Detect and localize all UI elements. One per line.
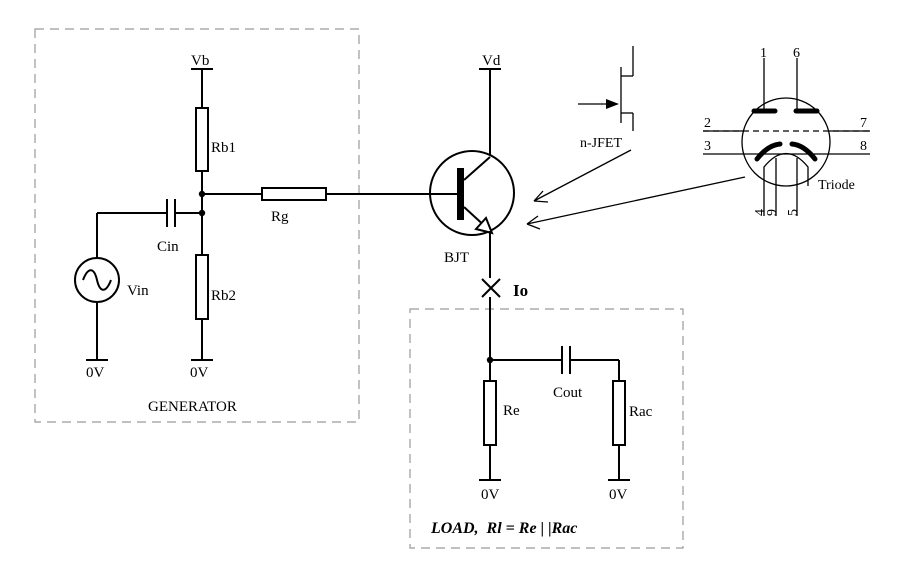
ground-symbol: 0V — [190, 359, 213, 381]
bjt-label: BJT — [444, 250, 469, 266]
vb-label: Vb — [191, 53, 209, 69]
sine-wave-icon — [82, 269, 112, 291]
rac-label: Rac — [629, 404, 653, 420]
ground-symbol: 0V — [479, 479, 501, 503]
cin-label: Cin — [157, 239, 179, 255]
re-label: Re — [503, 403, 520, 419]
rb2-label: Rb2 — [211, 288, 236, 304]
ground-symbol: 0V — [608, 479, 630, 503]
vb-terminal: Vb — [191, 53, 213, 108]
arrow-triode-to-bjt — [526, 176, 746, 230]
load-caption: LOAD, Rl = Re | |Rac — [430, 520, 577, 537]
io-label: Io — [513, 281, 528, 300]
vin-label: Vin — [127, 283, 149, 299]
triode-pin-label: 5 — [786, 209, 801, 216]
triode-pin-label: 4 — [753, 209, 768, 216]
triode-pin-label: 8 — [860, 139, 867, 154]
vd-label: Vd — [482, 53, 501, 69]
ground-symbol: 0V — [86, 359, 108, 381]
generator-title: GENERATOR — [148, 399, 237, 415]
arrow-jfet-to-bjt — [533, 149, 632, 203]
triode-pin-label: 1 — [760, 46, 767, 61]
rb2-resistor: Rb2 — [195, 254, 236, 360]
io-current-marker: Io — [481, 278, 528, 300]
vin-source: Vin — [74, 213, 149, 360]
triode-pin-label: 7 — [860, 116, 867, 131]
rg-label: Rg — [271, 209, 289, 225]
rb1-label: Rb1 — [211, 140, 236, 156]
rb1-resistor: Rb1 — [195, 107, 236, 194]
re-resistor: Re — [483, 380, 520, 480]
triode-pin-label: 9 — [765, 209, 780, 216]
bjt-transistor: Vd BJT — [429, 53, 515, 278]
load-box — [409, 308, 684, 549]
jfet-symbol: n-JFET — [578, 46, 634, 151]
triode-symbol: 1 6 2 7 3 8 4 9 5 Triode — [703, 46, 870, 216]
ground-label: 0V — [190, 365, 209, 381]
ground-label: 0V — [86, 365, 105, 381]
ground-label: 0V — [481, 487, 500, 503]
triode-pin-label: 6 — [793, 46, 800, 61]
generator-box — [34, 28, 360, 423]
cout-label: Cout — [553, 385, 583, 401]
cin-capacitor: Cin — [97, 199, 202, 255]
triode-pin-label: 3 — [704, 139, 711, 154]
rac-resistor: Rac — [612, 380, 653, 480]
triode-label: Triode — [818, 178, 855, 193]
rg-resistor: Rg — [202, 187, 433, 225]
triode-pin-label: 2 — [704, 116, 711, 131]
jfet-label: n-JFET — [580, 136, 622, 151]
ground-label: 0V — [609, 487, 628, 503]
cout-capacitor: Cout — [490, 346, 620, 401]
